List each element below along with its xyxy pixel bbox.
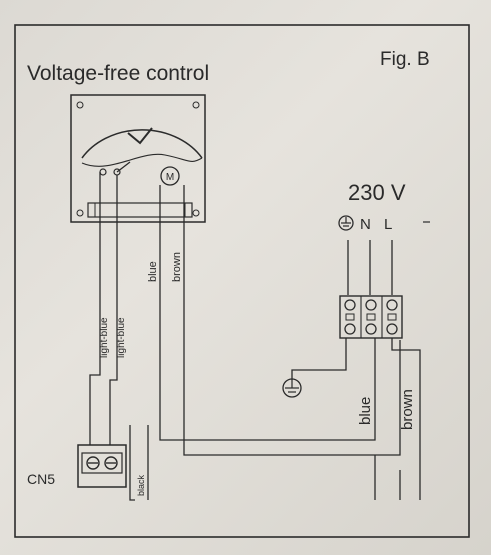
wire-black — [129, 425, 135, 501]
figure-label: Fig. B — [380, 49, 430, 70]
terminal-l-label: L — [384, 216, 392, 233]
connector-label: CN5 — [27, 471, 55, 487]
wire-light-blue-2 — [109, 175, 118, 445]
control-device — [70, 94, 206, 223]
svg-text:M: M — [166, 172, 174, 183]
label-blue-top: blue — [147, 261, 159, 282]
label-brown-top: brown — [171, 252, 183, 282]
ground-icon-lower — [282, 378, 302, 398]
motor-icon: M — [160, 166, 180, 186]
label-light-blue-1: light-blue — [99, 317, 110, 358]
label-black: black — [136, 474, 146, 496]
wire-light-blue-1 — [89, 172, 101, 445]
label-brown-bottom: brown — [399, 389, 416, 430]
brown-out-extension — [391, 338, 421, 500]
earth-wire — [291, 338, 347, 380]
connector-cn5 — [77, 444, 127, 488]
diagram-title: Voltage-free control — [27, 62, 209, 85]
terminal-block — [339, 295, 403, 339]
diagram-frame — [14, 24, 470, 538]
terminal-n-label: N — [360, 216, 371, 233]
label-light-blue-2: light-blue — [116, 317, 127, 358]
wire-brown-main — [183, 185, 401, 456]
label-blue-bottom: blue — [357, 397, 374, 425]
wire-blue-main — [159, 185, 376, 441]
supply-voltage: 230 V — [348, 180, 406, 205]
ground-icon — [338, 215, 354, 231]
